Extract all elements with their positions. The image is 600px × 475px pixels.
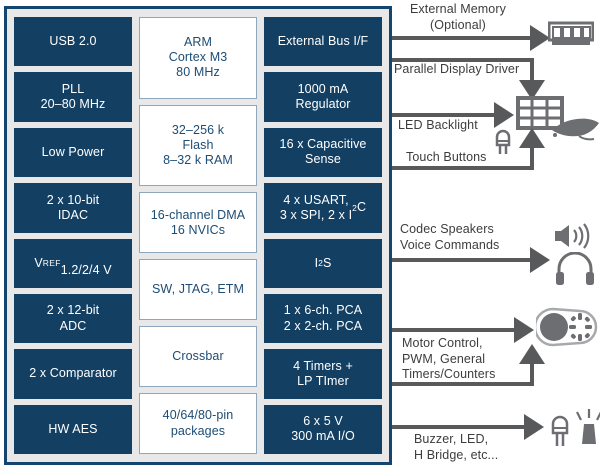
connector-external-memory: [392, 36, 532, 40]
arrow-right-led-backlight: [494, 102, 514, 128]
io-label-parallel-display: Parallel Display Driver: [394, 62, 520, 76]
motor-pulley-icon: [533, 305, 600, 354]
speaker-icon: [552, 222, 594, 255]
connector-parallel-display: [392, 58, 534, 62]
arrow-right-motor-control: [514, 317, 534, 343]
led-icon: [493, 123, 513, 160]
io-annotations-zone: External Memory (Optional) Parallel Disp…: [392, 0, 600, 475]
io-label-led-backlight: LED Backlight: [398, 118, 478, 132]
block-comparator[interactable]: 2 x Comparator: [14, 349, 132, 399]
block-pll[interactable]: PLL 20–80 MHz: [14, 72, 132, 122]
mcu-block-diagram-container: USB 2.0 PLL 20–80 MHz Low Power 2 x 10-b…: [4, 6, 392, 465]
block-io[interactable]: 6 x 5 V 300 mA I/O: [264, 404, 382, 454]
block-low-power[interactable]: Low Power: [14, 127, 132, 178]
io-label-motor-control: Motor Control, PWM, General Timers/Count…: [402, 336, 496, 382]
led-icon: [548, 406, 572, 453]
column-peripherals-right: External Bus I/F 1000 mA Regulator 16 x …: [264, 17, 382, 454]
block-idac[interactable]: 2 x 10-bit IDAC: [14, 183, 132, 233]
connector-touch-buttons-vertical: [530, 146, 534, 170]
hand-touch-icon: [549, 110, 600, 149]
io-label-buzzer-led: Buzzer, LED, H Bridge, etc...: [414, 432, 499, 462]
block-external-bus[interactable]: External Bus I/F: [264, 17, 382, 67]
arrow-right-codec-audio: [530, 247, 550, 273]
io-label-external-memory: External Memory (Optional): [410, 2, 506, 32]
block-cpu[interactable]: ARM Cortex M3 80 MHz: [139, 17, 257, 99]
io-label-touch-buttons: Touch Buttons: [406, 150, 487, 164]
connector-codec-audio: [392, 258, 532, 262]
buzzer-icon: [576, 406, 600, 453]
connector-touch-buttons: [392, 166, 534, 170]
block-memory[interactable]: 32–256 k Flash 8–32 k RAM: [139, 104, 257, 187]
memory-module-icon: [547, 20, 595, 55]
block-crossbar[interactable]: Crossbar: [139, 326, 257, 388]
connector-parallel-display-vertical: [530, 58, 534, 82]
block-dma[interactable]: 16-channel DMA 16 NVICs: [139, 192, 257, 254]
connector-motor-control-out: [392, 328, 516, 332]
arrow-down-parallel-display: [519, 80, 545, 100]
block-regulator[interactable]: 1000 mA Regulator: [264, 72, 382, 122]
block-hw-aes[interactable]: HW AES: [14, 404, 132, 454]
block-adc[interactable]: 2 x 12-bit ADC: [14, 293, 132, 344]
arrow-right-buzzer-led: [524, 414, 544, 440]
arrow-right-external-memory: [530, 25, 550, 51]
block-pca[interactable]: 1 x 6-ch. PCA 2 x 2-ch. PCA: [264, 293, 382, 344]
block-packages[interactable]: 40/64/80-pin packages: [139, 393, 257, 454]
io-label-codec-audio: Codec Speakers Voice Commands: [400, 222, 500, 252]
block-usb[interactable]: USB 2.0: [14, 17, 132, 67]
connector-motor-control-in: [392, 382, 534, 386]
connector-motor-control-vertical: [530, 362, 534, 386]
connector-buzzer-led: [392, 425, 526, 429]
block-debug[interactable]: SW, JTAG, ETM: [139, 259, 257, 321]
connector-led-backlight: [392, 113, 496, 117]
arrow-up-touch-buttons: [519, 128, 545, 148]
column-peripherals-left: USB 2.0 PLL 20–80 MHz Low Power 2 x 10-b…: [14, 17, 132, 454]
arrow-up-motor-control: [519, 344, 545, 364]
column-core-middle: ARM Cortex M3 80 MHz 32–256 k Flash 8–32…: [139, 17, 257, 454]
block-capacitive-sense[interactable]: 16 x Capacitive Sense: [264, 127, 382, 178]
headphones-icon: [554, 251, 596, 291]
block-timers[interactable]: 4 Timers + LP TImer: [264, 349, 382, 399]
